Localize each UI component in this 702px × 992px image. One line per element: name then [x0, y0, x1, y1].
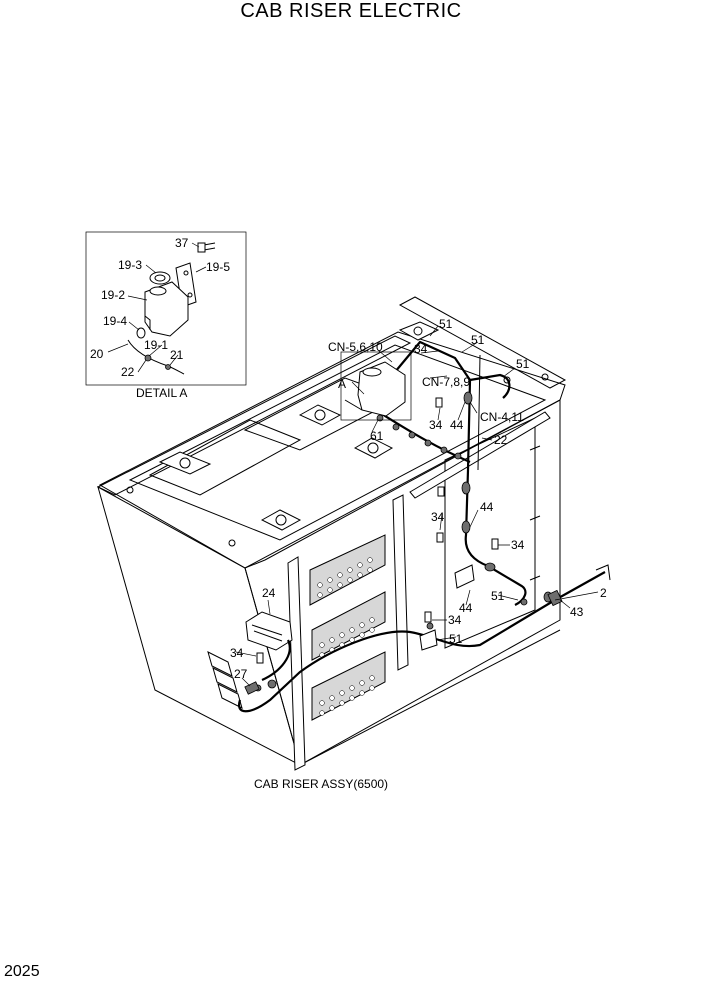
callout-24: 24: [262, 586, 276, 600]
detail-label: 37: [175, 236, 189, 250]
callout-27: 27: [234, 667, 248, 681]
callout-51: 51: [449, 632, 463, 646]
detail-label: 19-4: [103, 314, 127, 328]
callout-44: 44: [459, 601, 473, 615]
page-number: 2025: [4, 963, 40, 980]
wiring-harness: [237, 340, 611, 713]
step-grates: [309, 534, 386, 721]
callout-connector: CN-4,11: [480, 410, 524, 424]
detail-label: 19-2: [101, 288, 125, 302]
detail-label: 19-5: [206, 260, 230, 274]
washer-tank-19-2: [144, 281, 189, 337]
callout-44: 44: [450, 418, 464, 432]
pump-19-4: [136, 327, 146, 339]
callout-34: 34: [429, 418, 443, 432]
detail-label: 22: [121, 365, 135, 379]
detail-label: 21: [170, 348, 184, 362]
callout-51: 51: [516, 357, 530, 371]
cap-19-3: [149, 271, 171, 285]
callout-34: 34: [431, 510, 445, 524]
top-rim-right: [398, 296, 567, 389]
callout-51: 51: [439, 317, 453, 331]
callout-43: 43: [570, 605, 584, 619]
cab-riser-body: [96, 296, 567, 771]
callout-location-a: A: [338, 377, 346, 391]
side-panel: [244, 399, 561, 766]
callout-connector: CN-5,6,10: [328, 340, 383, 354]
detail-label: 20: [90, 347, 104, 361]
work-lamp-24: [245, 611, 293, 651]
callout-34: 34: [511, 538, 525, 552]
callout-34: 34: [448, 613, 462, 627]
bolt-37: [203, 242, 216, 251]
front-vent: [207, 651, 243, 709]
top-rim-left: [96, 335, 412, 496]
upper-handle: [409, 411, 551, 499]
page-title: CAB RISER ELECTRIC: [240, 0, 462, 22]
callout-connector: CN-7,8,9: [422, 375, 470, 389]
detail-caption: DETAIL A: [136, 386, 187, 400]
callout-34: 34: [414, 342, 428, 356]
callout-61: 61: [370, 429, 384, 443]
callout-34: 34: [230, 646, 244, 660]
detail-a-inset: 37 19-3 19-5 19-2 19-4 20 19-1 21 22 DET…: [85, 231, 247, 400]
callout-51: 51: [491, 589, 505, 603]
callout-51: 51: [471, 333, 485, 347]
callouts: 51 51 51 CN-5,6,10 34 CN-7,8,9 A CN-4,11…: [230, 317, 607, 681]
assembly-caption: CAB RISER ASSY(6500): [254, 777, 388, 791]
side-door: [444, 417, 536, 649]
washer-tank-location-a: [340, 351, 412, 421]
side-handle-left: [287, 556, 306, 771]
callout-22: 22: [494, 433, 508, 447]
detail-label: 19-3: [118, 258, 142, 272]
detail-a-frame: [85, 231, 247, 386]
callout-44: 44: [480, 500, 494, 514]
mounting-plates: [126, 321, 549, 547]
detail-label: 19-1: [144, 338, 168, 352]
callout-2: 2: [600, 586, 607, 600]
side-handle-right: [392, 494, 409, 671]
